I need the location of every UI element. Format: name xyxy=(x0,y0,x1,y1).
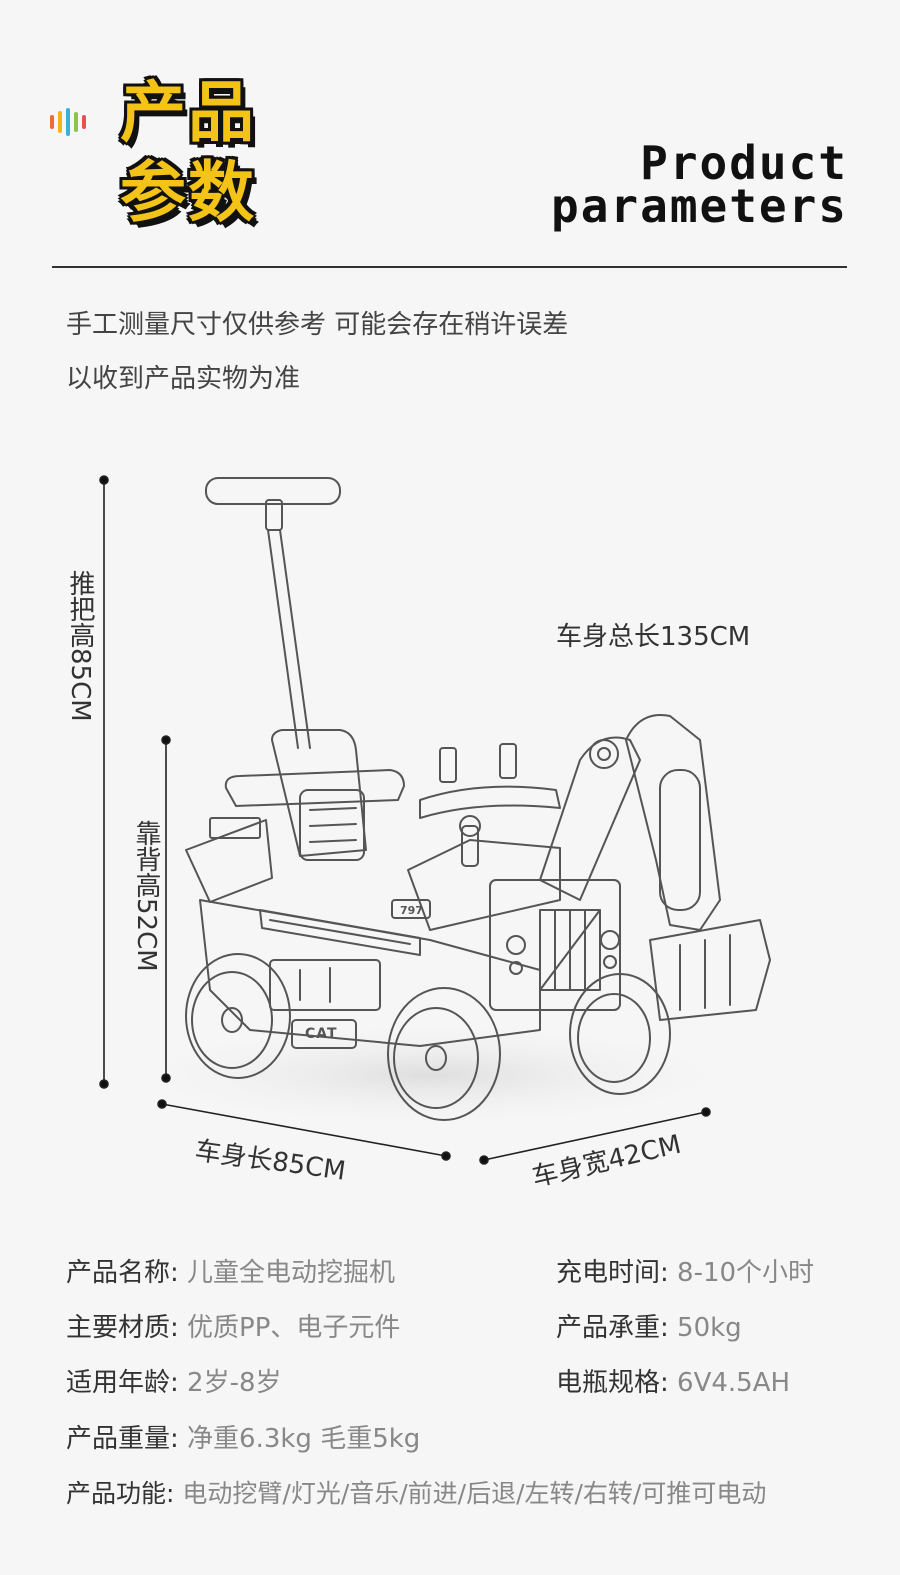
spec-value: 50kg xyxy=(677,1313,742,1343)
title-cn-line2: 参数 xyxy=(120,154,256,231)
front-right-wheel xyxy=(569,973,671,1095)
spec-charge-time: 充电时间: 8-10个小时 xyxy=(556,1252,814,1289)
handle-height-label: 推把高85CM xyxy=(65,570,95,722)
seat-model-badge: 797 xyxy=(400,904,423,917)
measurement-note-2: 以收到产品实物为准 xyxy=(66,364,301,394)
spec-value: 电动挖臂/灯光/音乐/前进/后退/左转/右转/可推可电动 xyxy=(182,1479,767,1508)
title-en-line2: parameters xyxy=(551,179,848,233)
header-divider xyxy=(52,266,847,268)
excavator-line-art xyxy=(185,477,771,1121)
back-height-label: 靠背高52CM xyxy=(131,820,161,972)
spec-label: 产品重量: xyxy=(66,1424,179,1454)
spec-label: 适用年龄: xyxy=(66,1368,179,1398)
spec-function: 产品功能: 电动挖臂/灯光/音乐/前进/后退/左转/右转/可推可电动 xyxy=(66,1474,766,1510)
spec-value: 儿童全电动挖掘机 xyxy=(187,1258,396,1288)
spec-material: 主要材质: 优质PP、电子元件 xyxy=(66,1307,400,1344)
spec-weight: 产品重量: 净重6.3kg 毛重5kg xyxy=(66,1418,420,1455)
spec-label: 产品功能: xyxy=(66,1479,175,1508)
spec-label: 主要材质: xyxy=(66,1313,179,1343)
spec-label: 产品名称: xyxy=(66,1258,179,1288)
spec-value: 8-10个小时 xyxy=(677,1258,815,1288)
spec-label: 充电时间: xyxy=(556,1258,669,1288)
measurement-note: 手工测量尺寸仅供参考 可能会存在稍许误差 xyxy=(66,310,569,340)
dimension-lines xyxy=(99,475,711,1165)
spec-load: 产品承重: 50kg xyxy=(556,1307,742,1344)
spec-value: 6V4.5AH xyxy=(677,1368,791,1398)
spec-battery: 电瓶规格: 6V4.5AH xyxy=(556,1362,790,1399)
body-width-label: 车身宽42CM xyxy=(529,1129,684,1194)
spec-product-name: 产品名称: 儿童全电动挖掘机 xyxy=(66,1252,395,1289)
title-cn-line1: 产品 xyxy=(120,74,256,151)
front-left-wheel xyxy=(387,987,501,1121)
body-length-label: 车身长85CM xyxy=(192,1135,348,1187)
title-en-line1: Product xyxy=(640,136,848,190)
rear-wheel xyxy=(185,953,291,1079)
brand-plate: CAT xyxy=(305,1026,338,1042)
spec-age: 适用年龄: 2岁-8岁 xyxy=(66,1362,282,1399)
spec-value: 2岁-8岁 xyxy=(187,1368,282,1398)
spec-value: 优质PP、电子元件 xyxy=(187,1313,401,1343)
total-length-label: 车身总长135CM xyxy=(556,622,751,652)
spec-label: 电瓶规格: xyxy=(556,1368,669,1398)
spec-value: 净重6.3kg 毛重5kg xyxy=(187,1424,421,1454)
audio-bars-icon xyxy=(50,108,94,136)
spec-label: 产品承重: xyxy=(556,1313,669,1343)
